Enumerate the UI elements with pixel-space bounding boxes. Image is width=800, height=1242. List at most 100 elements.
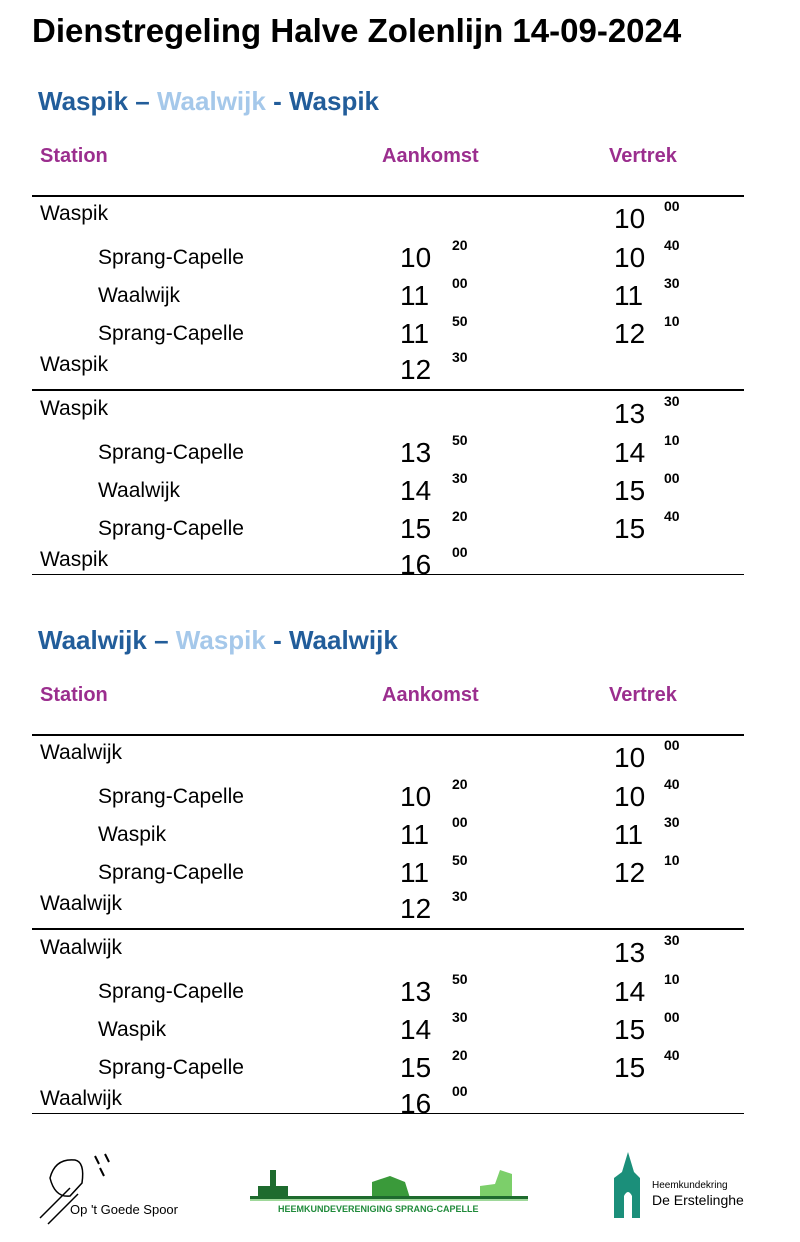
route-return: - Waalwijk [273,625,398,655]
train-icon [39,1153,110,1225]
station-name: Waspik [98,823,167,846]
block-divider [32,928,744,930]
station-name: Waspik [40,548,109,571]
departure-minutes: 30 [664,275,680,291]
station-name: Waalwijk [40,892,123,915]
departure-hour: 11 [614,819,644,850]
arrival-minutes: 00 [452,544,468,560]
departure-hour: 11 [614,280,644,311]
departure-minutes: 00 [664,470,680,486]
header-arrival: Aankomst [382,145,479,167]
arrival-minutes: 20 [452,1047,468,1063]
block-divider [32,1113,744,1114]
station-name: Sprang-Capelle [98,441,244,464]
arrival-hour: 11 [400,819,430,850]
header-departure: Vertrek [609,684,677,706]
arrival-minutes: 30 [452,1009,468,1025]
arrival-minutes: 50 [452,432,468,448]
route-via: Waalwijk [156,86,266,116]
departure-hour: 13 [614,937,646,968]
station-name: Waspik [40,353,109,376]
header-station: Station [40,684,108,706]
station-name: Waalwijk [98,284,181,307]
arrival-hour: 14 [400,1014,432,1045]
departure-hour: 15 [614,475,646,506]
arrival-hour: 12 [400,893,432,924]
departure-hour: 14 [614,437,646,468]
arrival-hour: 13 [400,976,432,1007]
route-origin: Waspik – [38,86,150,116]
skyline-icon [250,1170,528,1201]
heemkundevereniging-logo: HEEMKUNDEVERENIGING SPRANG-CAPELLE [250,1166,530,1226]
arrival-minutes: 50 [452,313,468,329]
arrival-minutes: 00 [452,275,468,291]
station-name: Waalwijk [98,479,181,502]
arrival-minutes: 20 [452,237,468,253]
arrival-hour: 15 [400,513,432,544]
arrival-minutes: 50 [452,971,468,987]
station-name: Waspik [98,1018,167,1041]
departure-minutes: 10 [664,852,680,868]
departure-hour: 10 [614,203,646,234]
station-name: Sprang-Capelle [98,785,244,808]
arrival-hour: 11 [400,857,430,888]
departure-hour: 12 [614,857,646,888]
departure-minutes: 40 [664,508,680,524]
station-name: Sprang-Capelle [98,517,244,540]
arrival-hour: 10 [400,781,432,812]
arrival-hour: 10 [400,242,432,273]
header-departure: Vertrek [609,145,677,167]
departure-minutes: 40 [664,776,680,792]
block-divider [32,574,744,575]
arrival-minutes: 30 [452,470,468,486]
station-name: Sprang-Capelle [98,861,244,884]
departure-hour: 12 [614,318,646,349]
departure-hour: 13 [614,398,646,429]
header-divider [32,734,744,736]
arrival-minutes: 00 [452,814,468,830]
departure-minutes: 30 [664,932,680,948]
arrival-minutes: 50 [452,852,468,868]
station-name: Waspik [40,397,109,420]
departure-hour: 15 [614,513,646,544]
arrival-minutes: 30 [452,349,468,365]
arrival-hour: 12 [400,354,432,385]
station-name: Waalwijk [40,1087,123,1110]
arrival-hour: 11 [400,318,430,349]
departure-minutes: 30 [664,814,680,830]
station-name: Sprang-Capelle [98,246,244,269]
departure-minutes: 40 [664,237,680,253]
arrival-hour: 11 [400,280,430,311]
page-title: Dienstregeling Halve Zolenlijn 14-09-202… [32,12,682,49]
departure-hour: 10 [614,242,646,273]
arrival-hour: 15 [400,1052,432,1083]
route-return: - Waspik [273,86,380,116]
station-name: Waalwijk [40,741,123,764]
departure-hour: 10 [614,742,646,773]
departure-hour: 15 [614,1014,646,1045]
church-tower-icon [614,1152,640,1218]
departure-minutes: 30 [664,393,680,409]
header-arrival: Aankomst [382,684,479,706]
op-t-goede-spoor-logo: Op 't Goede Spoor [30,1148,178,1228]
departure-hour: 14 [614,976,646,1007]
departure-minutes: 00 [664,1009,680,1025]
departure-minutes: 40 [664,1047,680,1063]
station-name: Sprang-Capelle [98,322,244,345]
arrival-minutes: 30 [452,888,468,904]
de-erstelinghe-logo: Heemkundekring De Erstelinghe [610,1152,770,1224]
arrival-minutes: 20 [452,508,468,524]
departure-hour: 10 [614,781,646,812]
footer-logos: Op 't Goede Spoor HEEMKUNDEVERENIGING SP… [0,1148,800,1228]
departure-minutes: 10 [664,432,680,448]
station-name: Waalwijk [40,936,123,959]
arrival-hour: 14 [400,475,432,506]
header-station: Station [40,145,108,167]
route-title: Waspik – Waalwijk - Waspik [38,86,379,117]
station-name: Sprang-Capelle [98,1056,244,1079]
station-name: Sprang-Capelle [98,980,244,1003]
station-name: Waspik [40,202,109,225]
departure-hour: 15 [614,1052,646,1083]
arrival-hour: 16 [400,1088,432,1119]
route-via: Waspik [175,625,266,655]
